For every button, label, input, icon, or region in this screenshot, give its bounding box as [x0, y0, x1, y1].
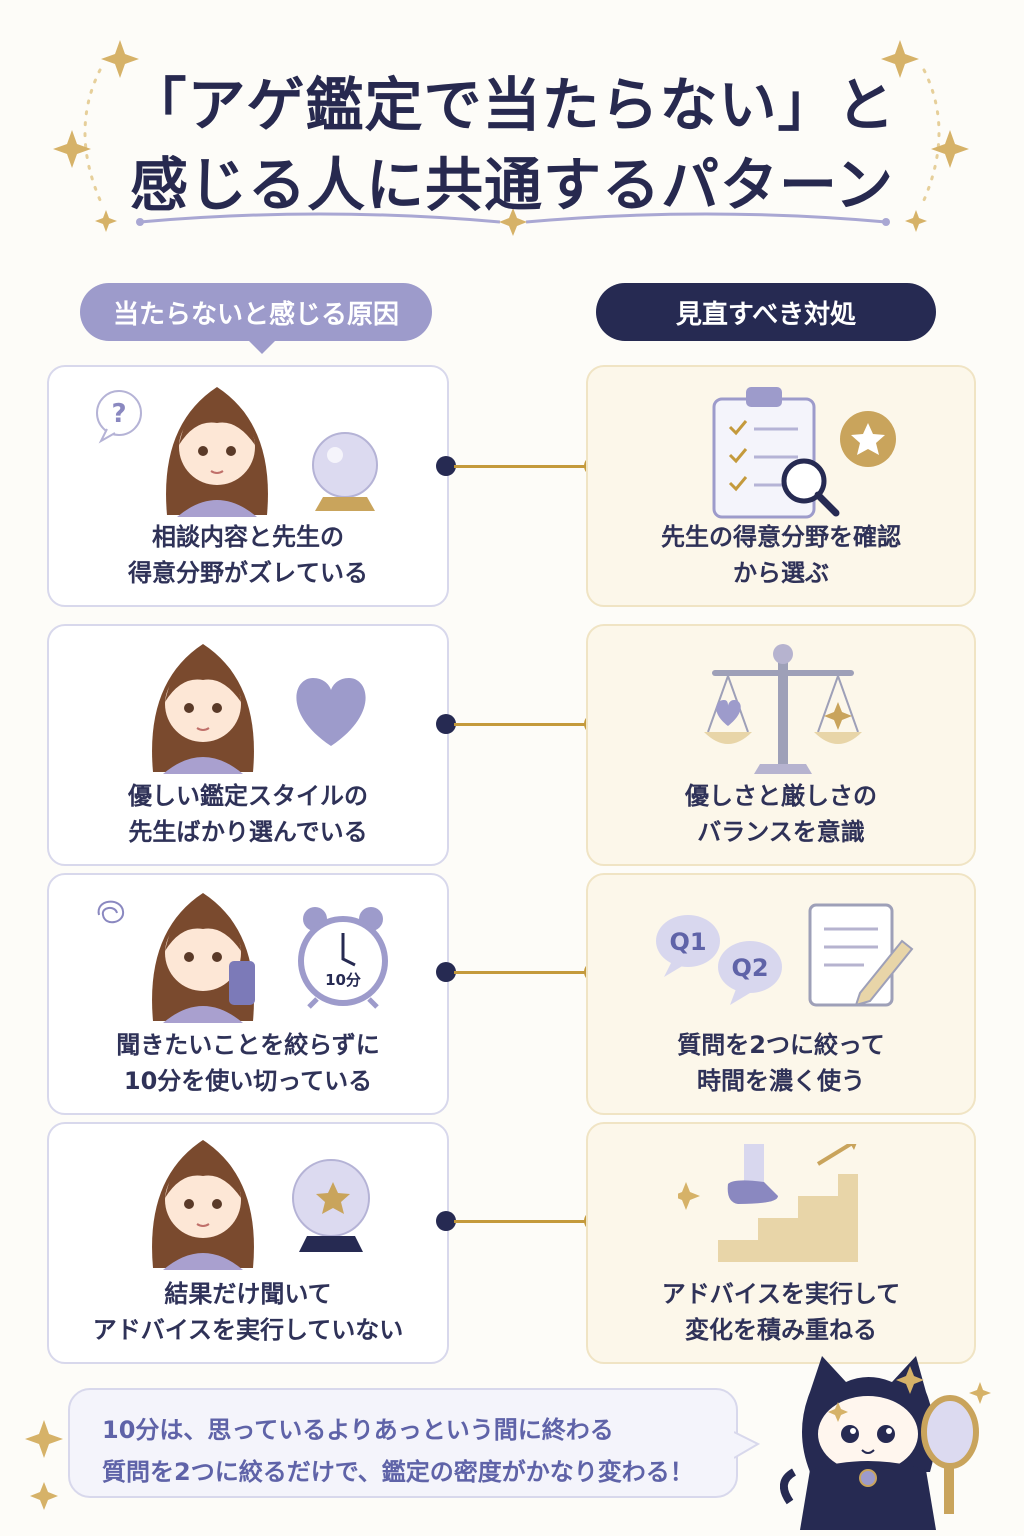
question-mark: ?	[111, 399, 126, 429]
fix-header: 見直すべき対処	[596, 283, 936, 341]
page-title-line1: 「アゲ鑑定で当たらない」と	[128, 71, 896, 139]
fix-card-1: 先生の得意分野を確認から選ぶ	[586, 365, 976, 607]
cause-text-2: 優しい鑑定スタイルの先生ばかり選んでいる	[128, 782, 368, 846]
stairs-step-up-icon	[678, 1144, 858, 1262]
q1-label: Q1	[669, 928, 706, 956]
tip-line-1: 10分は、思っているよりあっという間に終わる	[102, 1416, 614, 1444]
fix-text-4: アドバイスを実行して変化を積み重ねる	[661, 1280, 901, 1344]
connector-start-4	[436, 1211, 456, 1231]
connector-start-1	[436, 456, 456, 476]
heart-icon	[296, 678, 366, 746]
connector-line-2	[454, 723, 592, 726]
fix-text-2: 優しさと厳しさのバランスを意識	[685, 782, 877, 846]
cause-header: 当たらないと感じる原因	[80, 283, 432, 341]
clipboard-checklist-icon	[712, 387, 840, 519]
cause-header-pointer	[248, 340, 276, 354]
tip-speech-bubble: 10分は、思っているよりあっという間に終わる 質問を2つに絞るだけで、鑑定の密度…	[68, 1388, 738, 1498]
crystal-ball-star-icon	[292, 1159, 370, 1252]
tip-line-2: 質問を2つに絞るだけで、鑑定の密度がかなり変わる！	[102, 1458, 694, 1486]
cause-text-1: 相談内容と先生の得意分野がズレている	[128, 523, 368, 587]
tangled-thought-icon	[97, 900, 125, 924]
cause-card-2: 優しい鑑定スタイルの先生ばかり選んでいる	[47, 624, 449, 866]
fix-card-4: アドバイスを実行して変化を積み重ねる	[586, 1122, 976, 1364]
cause-card-4: 結果だけ聞いてアドバイスを実行していない	[47, 1122, 449, 1364]
page-title-line2: 感じる人に共通するパターン	[129, 151, 895, 219]
connector-line-3	[454, 971, 592, 974]
tip-bubble-tail	[734, 1431, 760, 1459]
cause-text-4: 結果だけ聞いてアドバイスを実行していない	[92, 1280, 404, 1344]
q2-label: Q2	[731, 954, 768, 982]
connector-start-2	[436, 714, 456, 734]
fix-card-2: 優しさと厳しさのバランスを意識	[586, 624, 976, 866]
connector-start-3	[436, 962, 456, 982]
crystal-ball-icon	[312, 432, 378, 511]
sparkle-decoration	[25, 1420, 63, 1510]
question-bubble-icon: ?	[96, 390, 142, 444]
woman-with-phone-icon	[152, 893, 255, 1023]
clock-label: 10分	[325, 971, 361, 989]
woman-thinking-icon	[166, 387, 268, 517]
woman-pondering-icon	[152, 644, 254, 774]
title-frame-decoration	[53, 40, 969, 236]
connector-line-4	[454, 1220, 592, 1223]
connector-line-1	[454, 465, 592, 468]
fix-text-1: 先生の得意分野を確認から選ぶ	[661, 523, 901, 587]
notepad-pencil-icon	[808, 903, 914, 1007]
woman-hand-on-chin-icon	[152, 1140, 254, 1270]
question-bubbles-icon: Q1 Q2	[656, 915, 782, 1005]
balance-scale-icon	[704, 644, 862, 774]
fix-text-3: 質問を2つに絞って時間を濃く使う	[677, 1031, 885, 1095]
alarm-clock-icon: 10分	[298, 907, 388, 1009]
star-badge-icon	[840, 411, 896, 467]
wizard-cat-mascot	[780, 1356, 991, 1530]
fix-card-3: Q1 Q2 質問を2つに絞って時間を濃く使う	[586, 873, 976, 1115]
cause-card-1: ? 相談内容と先生の得意分野がズレている	[47, 365, 449, 607]
